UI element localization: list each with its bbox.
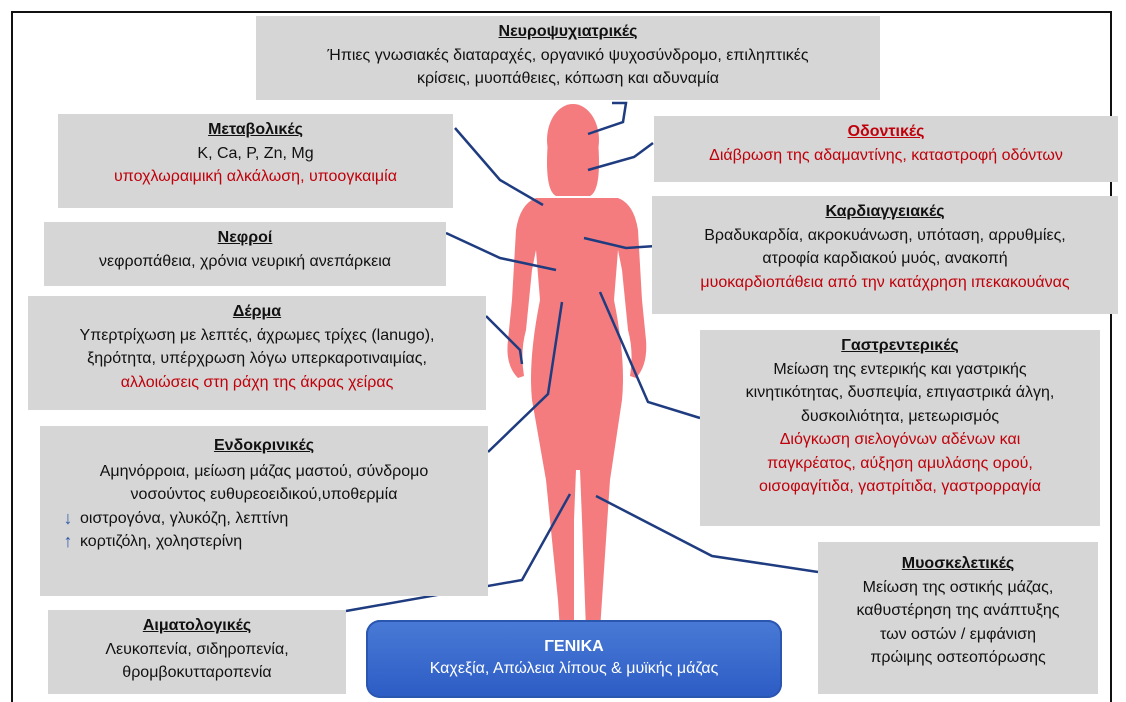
- general-box: ΓΕΝΙΚΑ Καχεξία, Απώλεια λίπους & μυϊκής …: [366, 620, 782, 698]
- cardio-title: Καρδιαγγειακές: [652, 200, 1118, 224]
- gastro-box: Γαστρεντερικές Μείωση της εντερικής και …: [700, 330, 1100, 526]
- skin-box: Δέρμα Υπερτρίχωση με λεπτές, άχρωμες τρί…: [28, 296, 486, 410]
- musculo-line-1: Μείωση της οστικής μάζας,: [818, 576, 1098, 600]
- gastro-line-2: κινητικότητας, δυσπεψία, επιγαστρικά άλγ…: [700, 381, 1100, 405]
- hemato-box: Αιματολογικές Λευκοπενία, σιδηροπενία, θ…: [48, 610, 346, 694]
- musculo-line-3: των οστών / εμφάνιση: [818, 623, 1098, 647]
- gastro-line-3: δυσκοιλιότητα, μετεωρισμός: [700, 405, 1100, 429]
- hemato-title: Αιματολογικές: [48, 614, 346, 638]
- neuropsych-title: Νευροψυχιατρικές: [256, 20, 880, 44]
- hemato-line-1: Λευκοπενία, σιδηροπενία,: [48, 638, 346, 662]
- endocrine-line-1: Αμηνόρροια, μείωση μάζας μαστού, σύνδρομ…: [40, 460, 488, 484]
- endocrine-increase-text: κορτιζόλη, χοληστερίνη: [80, 530, 242, 554]
- body-silhouette: [507, 104, 646, 630]
- dental-line-1: Διάβρωση της αδαμαντίνης, καταστροφή οδό…: [654, 144, 1118, 168]
- cardio-box: Καρδιαγγειακές Βραδυκαρδία, ακροκυάνωση,…: [652, 196, 1118, 314]
- musculo-line-2: καθυστέρηση της ανάπτυξης: [818, 599, 1098, 623]
- endocrine-increase-row: ↑ κορτιζόλη, χοληστερίνη: [40, 530, 488, 554]
- general-title: ΓΕΝΙΚΑ: [366, 636, 782, 658]
- neuropsych-line-1: Ήπιες γνωσιακές διαταραχές, οργανικό ψυχ…: [256, 44, 880, 68]
- endocrine-decrease-text: οιστρογόνα, γλυκόζη, λεπτίνη: [80, 507, 288, 531]
- metabolic-line-2: υποχλωραιμική αλκάλωση, υποογκαιμία: [58, 165, 453, 189]
- gastro-line-5: παγκρέατος, αύξηση αμυλάσης ορού,: [700, 452, 1100, 476]
- cardio-line-3: μυοκαρδιοπάθεια από την κατάχρηση ιπεκακ…: [652, 271, 1118, 295]
- gastro-line-1: Μείωση της εντερικής και γαστρικής: [700, 358, 1100, 382]
- gastro-line-4: Διόγκωση σιελογόνων αδένων και: [700, 428, 1100, 452]
- gastro-line-6: οισοφαγίτιδα, γαστρίτιδα, γαστρορραγία: [700, 475, 1100, 499]
- skin-line-1: Υπερτρίχωση με λεπτές, άχρωμες τρίχες (l…: [28, 324, 486, 348]
- endocrine-decrease-row: ↓ οιστρογόνα, γλυκόζη, λεπτίνη: [40, 507, 488, 531]
- kidneys-title: Νεφροί: [44, 226, 446, 250]
- arrow-down-icon: ↓: [62, 507, 74, 531]
- hemato-line-2: θρομβοκυτταροπενία: [48, 661, 346, 685]
- cardio-line-2: ατροφία καρδιακού μυός, ανακοπή: [652, 247, 1118, 271]
- musculo-title: Μυοσκελετικές: [818, 552, 1098, 576]
- skin-line-3: αλλοιώσεις στη ράχη της άκρας χείρας: [28, 371, 486, 395]
- skin-line-2: ξηρότητα, υπέρχρωση λόγω υπερκαροτιναιμί…: [28, 347, 486, 371]
- neuropsych-box: Νευροψυχιατρικές Ήπιες γνωσιακές διαταρα…: [256, 16, 880, 100]
- neuropsych-line-2: κρίσεις, μυοπάθειες, κόπωση και αδυναμία: [256, 67, 880, 91]
- cardio-line-1: Βραδυκαρδία, ακροκυάνωση, υπόταση, αρρυθ…: [652, 224, 1118, 248]
- dental-box: Οδοντικές Διάβρωση της αδαμαντίνης, κατα…: [654, 116, 1118, 182]
- kidneys-box: Νεφροί νεφροπάθεια, χρόνια νευρική ανεπά…: [44, 222, 446, 286]
- arrow-up-icon: ↑: [62, 530, 74, 554]
- musculo-box: Μυοσκελετικές Μείωση της οστικής μάζας, …: [818, 542, 1098, 694]
- endocrine-line-2: νοσούντος ευθυρεοειδικού,υποθερμία: [40, 483, 488, 507]
- musculo-line-4: πρώιμης οστεοπόρωσης: [818, 646, 1098, 670]
- metabolic-line-1: K, Ca, P, Zn, Mg: [58, 142, 453, 166]
- endocrine-box: Ενδοκρινικές Αμηνόρροια, μείωση μάζας μα…: [40, 426, 488, 596]
- dental-title: Οδοντικές: [654, 120, 1118, 144]
- gastro-title: Γαστρεντερικές: [700, 334, 1100, 358]
- connector-metabolic: [455, 128, 543, 205]
- kidneys-line-1: νεφροπάθεια, χρόνια νευρική ανεπάρκεια: [44, 250, 446, 274]
- metabolic-title: Μεταβολικές: [58, 118, 453, 142]
- endocrine-title: Ενδοκρινικές: [40, 434, 488, 458]
- metabolic-box: Μεταβολικές K, Ca, P, Zn, Mg υποχλωραιμι…: [58, 114, 453, 208]
- skin-title: Δέρμα: [28, 300, 486, 324]
- general-line-1: Καχεξία, Απώλεια λίπους & μυϊκής μάζας: [366, 658, 782, 680]
